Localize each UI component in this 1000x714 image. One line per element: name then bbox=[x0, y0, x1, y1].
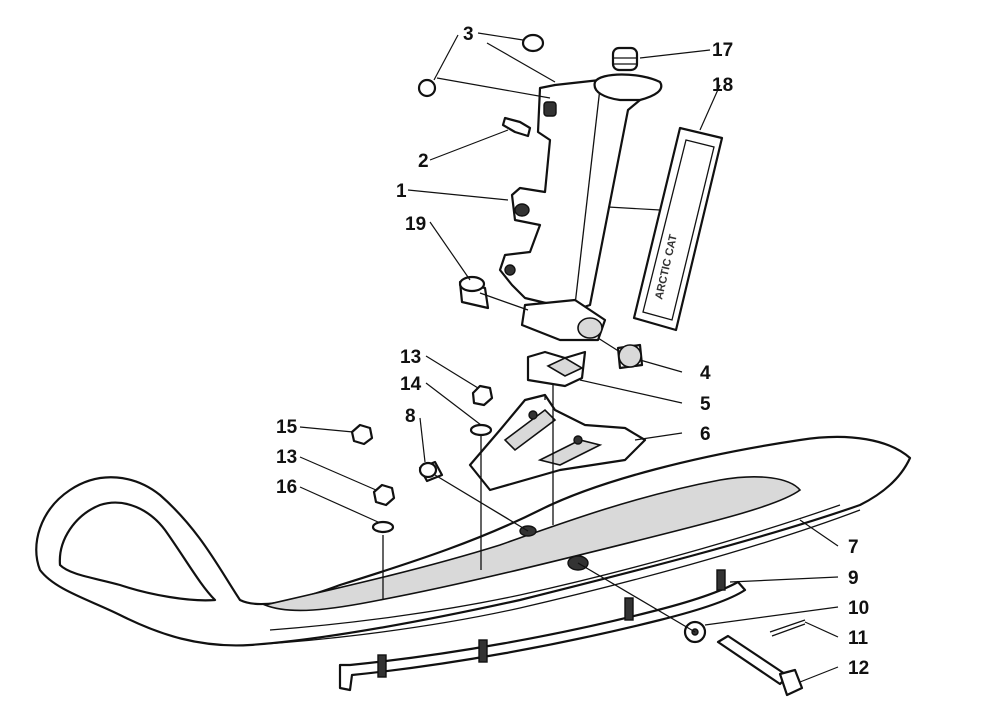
callout-3: 3 bbox=[463, 24, 474, 45]
spindle-cap bbox=[593, 46, 663, 102]
spindle bbox=[498, 78, 642, 342]
callout-11: 11 bbox=[848, 628, 869, 649]
callout-9: 9 bbox=[848, 568, 859, 589]
callout-2: 2 bbox=[418, 151, 429, 172]
explosion-lines bbox=[382, 292, 696, 633]
callout-6: 6 bbox=[700, 424, 711, 445]
bushing-19 bbox=[458, 275, 490, 310]
wear-bar bbox=[338, 569, 747, 692]
callout-16: 16 bbox=[276, 477, 297, 498]
callout-12: 12 bbox=[848, 658, 869, 679]
ski-saddle-block bbox=[526, 350, 587, 388]
callout-1: 1 bbox=[396, 181, 407, 202]
decal: ARCTIC CAT bbox=[632, 126, 724, 332]
callout-19: 19 bbox=[405, 214, 426, 235]
nut-13-lower bbox=[372, 483, 396, 507]
washer-14 bbox=[469, 423, 493, 437]
bushing-4 bbox=[616, 343, 644, 370]
pivot-bolt bbox=[716, 634, 804, 697]
callout-13-lower: 13 bbox=[276, 447, 297, 468]
callout-labels: 3 17 18 2 1 19 4 5 6 13 14 8 15 13 16 7 … bbox=[276, 24, 869, 679]
nut-13-upper bbox=[471, 384, 494, 407]
callout-4: 4 bbox=[700, 363, 711, 384]
callout-15: 15 bbox=[276, 417, 298, 438]
callout-10: 10 bbox=[848, 598, 869, 619]
washer-16 bbox=[371, 520, 395, 534]
callout-8: 8 bbox=[405, 406, 416, 427]
washer-10 bbox=[683, 620, 707, 644]
spacer-8 bbox=[418, 460, 444, 483]
grease-fitting bbox=[501, 116, 532, 138]
callout-17: 17 bbox=[712, 40, 733, 61]
callout-14: 14 bbox=[400, 374, 422, 395]
ski-saddle bbox=[468, 393, 647, 492]
callout-leaders bbox=[299, 32, 839, 683]
nut-15 bbox=[350, 423, 374, 446]
callout-5: 5 bbox=[700, 394, 711, 415]
cotter-pin bbox=[769, 619, 806, 637]
callout-13-upper: 13 bbox=[400, 347, 421, 368]
cap-screws bbox=[417, 33, 545, 98]
callout-18: 18 bbox=[712, 75, 733, 96]
callout-7: 7 bbox=[848, 537, 859, 558]
